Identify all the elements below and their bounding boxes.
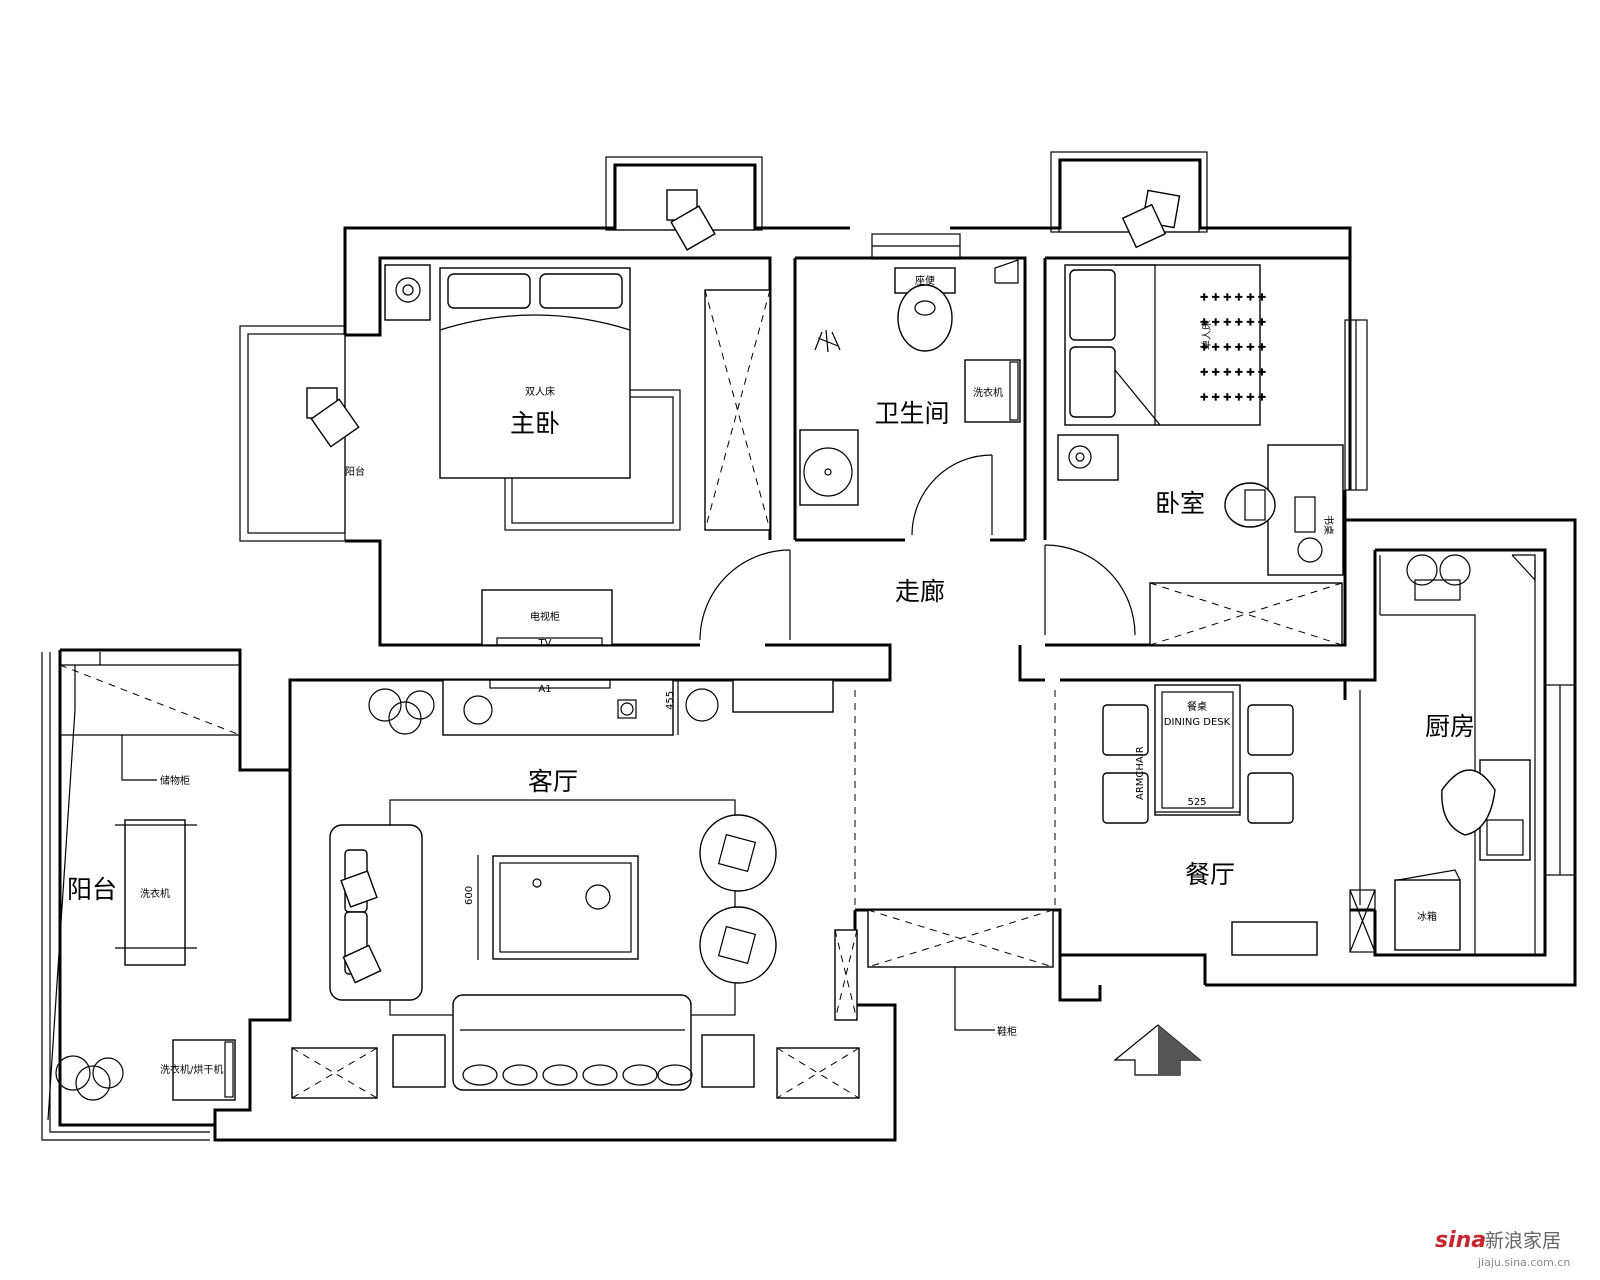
- room-label-dining-room: 餐厅: [1185, 860, 1235, 889]
- svg-text:+ + + + + +: + + + + + +: [1200, 342, 1266, 353]
- balcony-cabinet-label: 储物柜: [160, 774, 190, 787]
- room-label-bedroom: 卧室: [1155, 489, 1205, 518]
- room-label-kitchen: 厨房: [1425, 712, 1475, 741]
- bay-window-cushions: [306, 189, 1181, 448]
- entry-cabinet: 鞋柜: [867, 690, 1202, 1076]
- ac-label: A1: [538, 684, 551, 695]
- room-label-living-room: 客厅: [528, 767, 578, 796]
- tv-cabinet-label: 电视柜: [530, 610, 560, 623]
- balcony-fixtures: 储物柜 洗衣机 洗衣机/烘干机: [55, 664, 241, 1101]
- washer-balcony-label: 洗衣机: [140, 887, 170, 900]
- room-label-master-bedroom: 主卧: [510, 409, 560, 438]
- shoe-cabinet-label: 鞋柜: [997, 1025, 1017, 1038]
- armchair-label: ARMCHAIR: [1135, 746, 1146, 800]
- bedroom-furniture: + + + + + + + + + + + + + + + + + + + + …: [1044, 264, 1344, 646]
- washing-machine-label: 洗衣机: [973, 386, 1003, 399]
- tv-wall-depth-dim: 455: [665, 691, 676, 710]
- single-bed-label: 单人床: [1200, 320, 1213, 350]
- room-label-bathroom: 卫生间: [874, 399, 949, 428]
- balcony-appliance-label: 洗衣机/烘干机: [160, 1063, 223, 1076]
- watermark-name: 新浪家居: [1485, 1230, 1561, 1252]
- dining-desk-label: DINING DESK: [1164, 717, 1231, 728]
- svg-text:+ + + + + +: + + + + + +: [1200, 392, 1266, 403]
- svg-text:+ + + + + +: + + + + + +: [1200, 367, 1266, 378]
- kitchen-fixtures: 冰箱: [1359, 554, 1536, 955]
- toilet-label: 座便: [915, 274, 935, 287]
- room-label-corridor: 走廊: [895, 577, 945, 606]
- exterior-walls: [41, 151, 1577, 1142]
- master-bedroom-furniture: 双人床 电视柜 TV: [384, 264, 791, 649]
- dining-furniture: DINING DESK 餐桌 525 ARMCHAIR: [1102, 684, 1318, 956]
- svg-text:+ + + + + +: + + + + + +: [1200, 317, 1266, 328]
- coffee-table-dim: 600: [464, 886, 475, 905]
- living-room-furniture: A1 455 600: [291, 679, 860, 1099]
- watermark: sina 新浪家居 jiaju.sina.com.cn: [1435, 1228, 1570, 1269]
- watermark-url: jiaju.sina.com.cn: [1477, 1256, 1570, 1269]
- dining-table-label: 餐桌: [1187, 700, 1207, 713]
- desk-label: 书桌: [1322, 515, 1335, 535]
- svg-text:+ + + + + +: + + + + + +: [1200, 292, 1266, 303]
- double-bed-label: 双人床: [525, 385, 555, 398]
- room-label-balcony: 阳台: [67, 875, 117, 904]
- bathroom-fixtures: 座便 洗衣机: [799, 259, 1021, 536]
- dining-width-dim: 525: [1187, 797, 1206, 808]
- bedspread-pattern: + + + + + + + + + + + + + + + + + + + + …: [1199, 291, 1266, 403]
- watermark-logo: sina: [1435, 1228, 1486, 1253]
- tv-label: TV: [538, 638, 552, 649]
- small-balcony-label: 阳台: [345, 465, 365, 478]
- fridge-label: 冰箱: [1417, 910, 1437, 923]
